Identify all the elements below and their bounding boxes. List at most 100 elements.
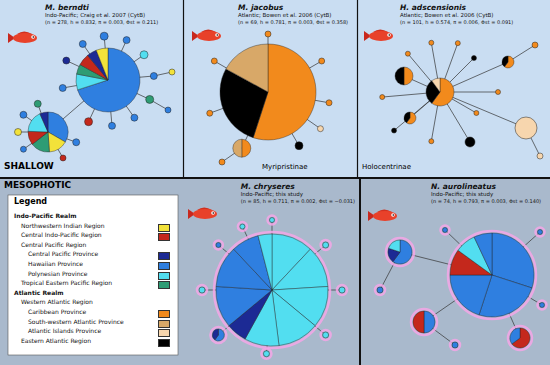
halo [375, 285, 385, 295]
halo [411, 309, 437, 335]
haplotype [85, 118, 93, 126]
haplotype-slice [424, 311, 435, 333]
halo [337, 285, 347, 295]
haplotype-slice [233, 139, 242, 157]
halo [214, 241, 223, 250]
haplotype [380, 95, 385, 100]
divider [0, 177, 550, 179]
panel-text: Indo-Pacific; Craig et al. 2007 (CytB) [45, 12, 158, 19]
haplotype [146, 95, 154, 103]
fish-icon [192, 30, 221, 42]
legend-row: Polynesian Province [28, 271, 88, 278]
halo [386, 238, 414, 266]
panel-text: (n = 101, h = 0.574, π = 0.006, Φst = 0.… [400, 19, 513, 25]
haplotype-circle [73, 139, 80, 146]
haplotype-circle [443, 228, 448, 233]
haplotype-circle [465, 137, 475, 147]
halo [508, 326, 532, 350]
haplotype-circle [270, 218, 275, 223]
haplotype [429, 40, 434, 45]
haplotype [109, 122, 116, 129]
haplotype-slice [40, 112, 48, 132]
haplotype [317, 126, 323, 132]
haplotype [537, 153, 543, 159]
haplotype-circle [169, 69, 175, 75]
legend-swatch [158, 233, 170, 241]
haplotype [405, 51, 410, 56]
haplotype-circle [515, 117, 537, 139]
haplotype [429, 139, 434, 144]
legend-text: Polynesian Province [28, 270, 88, 277]
haplotype [123, 37, 130, 44]
halo [450, 340, 460, 350]
haplotype-circle [429, 40, 434, 45]
haplotype-slice [413, 311, 424, 333]
panel-heading: H. adscensionisAtlantic; Bowen et al. 20… [400, 3, 513, 26]
legend-text: Indo-Pacific Realm [14, 212, 76, 219]
legend-row: Caribbean Province [28, 309, 86, 316]
haplotype [63, 57, 70, 64]
haplotype [426, 78, 454, 106]
panel-text: Atlantic; Bowen et al. 2006 (CytB) [238, 12, 348, 19]
haplotype-circle [20, 146, 26, 152]
haplotype-circle [34, 100, 41, 107]
haplotype [448, 231, 536, 319]
haplotype [131, 114, 138, 121]
haplotype [60, 155, 66, 161]
haplotype [79, 40, 86, 47]
haplotype-circle [123, 37, 130, 44]
halo [214, 232, 330, 348]
haplotype-circle [537, 153, 543, 159]
haplotype-circle [540, 303, 545, 308]
haplotype-circle [452, 342, 458, 348]
haplotype-slice [272, 249, 328, 290]
fish-body [369, 31, 393, 41]
haplotype [197, 285, 207, 295]
legend-swatch [158, 329, 170, 337]
divider [357, 0, 358, 178]
panel-heading: M. jacobusAtlantic; Bowen et al. 2006 (C… [238, 3, 348, 26]
haplotype-circle [150, 72, 157, 79]
haplotype-slice [212, 329, 218, 340]
haplotype [386, 238, 414, 266]
haplotype [502, 56, 514, 68]
haplotype [326, 100, 332, 106]
haplotype [140, 51, 148, 59]
haplotype-circle [429, 139, 434, 144]
haplotype [150, 72, 157, 79]
panel-text: M. chryseres [241, 182, 355, 191]
legend-row: Northwestern Indian Region [21, 223, 105, 230]
network-panel: M. jacobusAtlantic; Bowen et al. 2006 (C… [184, 0, 357, 177]
divider [183, 0, 184, 178]
legend-box [8, 195, 178, 355]
halo [261, 349, 271, 359]
haplotype [471, 56, 476, 61]
haplotype-circle [165, 107, 171, 113]
haplotype-circle [59, 84, 66, 91]
haplotype-circle [131, 114, 138, 121]
network-panel: M. chryseresIndo-Pacific; this study(n =… [180, 179, 359, 365]
haplotype-slice [96, 48, 108, 80]
legend-row: Eastern Atlantic Region [21, 338, 91, 345]
legend-swatch [158, 262, 170, 270]
panel-heading: M. berndtiIndo-Pacific; Craig et al. 200… [45, 3, 158, 26]
haplotype-circle [496, 90, 501, 95]
haplotype [337, 285, 347, 295]
haplotype-circle [100, 32, 108, 40]
haplotype [59, 84, 66, 91]
panel-text: Indo-Pacific; this study [241, 191, 355, 198]
haplotype [219, 159, 225, 165]
haplotype-circle [211, 58, 217, 64]
haplotype [441, 226, 450, 235]
panel-heading: M. chryseresIndo-Pacific; this study(n =… [241, 182, 355, 205]
haplotype-slice [258, 234, 272, 290]
haplotype [73, 139, 80, 146]
legend-row: Central Indo-Pacific Region [21, 232, 102, 239]
haplotype [265, 31, 271, 37]
haplotype-slice [404, 67, 413, 85]
halo [238, 222, 247, 231]
haplotype [169, 69, 175, 75]
legend-row: South-western Atlantic Province [28, 319, 124, 326]
panel-text: M. jacobus [238, 3, 348, 12]
haplotype-slice [272, 290, 315, 346]
